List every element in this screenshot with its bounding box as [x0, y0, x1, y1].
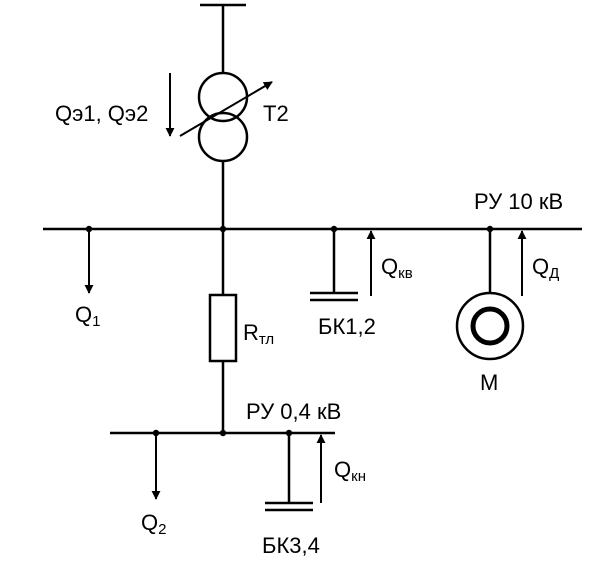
capacitor-hv-label: БК1,2 [318, 314, 376, 339]
capacitor-bank-lv: БК3,4 Qкн [262, 429, 366, 558]
resistor-icon [208, 293, 238, 363]
load-q1-label: Q1 [75, 302, 100, 330]
motor: M QД [455, 225, 559, 395]
capacitor-hv-flow-label: Qкв [381, 254, 413, 282]
capacitor-lv-flow-label: Qкн [334, 457, 366, 485]
bus-hv-label: РУ 10 кВ [474, 189, 563, 214]
motor-flow-label: QД [532, 254, 559, 282]
line-resistance-label: Rтл [243, 320, 274, 348]
bus-lv-label: РУ 0,4 кВ [246, 399, 341, 424]
load-q2: Q2 [141, 429, 166, 538]
capacitor-lv-label: БК3,4 [262, 533, 320, 558]
transformer-label: T2 [263, 101, 289, 126]
bus-lv: РУ 0,4 кВ [110, 399, 341, 437]
transformer-flow: Qэ1, Qэ2 [55, 73, 175, 137]
capacitor-bank-hv: БК1,2 Qкв [310, 225, 413, 339]
motor-label: M [480, 370, 498, 395]
bus-hv: РУ 10 кВ [43, 189, 582, 231]
load-q2-label: Q2 [141, 510, 166, 538]
transformer-flow-label: Qэ1, Qэ2 [55, 101, 148, 126]
regulation-arrow-icon [179, 81, 273, 137]
motor-inner-ring-icon [470, 306, 510, 346]
motor-outer-ring-icon [455, 291, 525, 361]
line-resistance: Rтл [208, 225, 274, 433]
load-q1: Q1 [75, 225, 100, 330]
transformer-t2: T2 [179, 3, 289, 229]
junction-dot [219, 429, 227, 437]
